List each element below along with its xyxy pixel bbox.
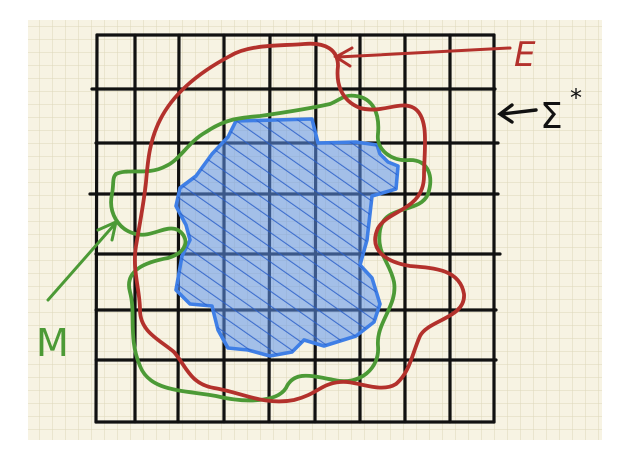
label-e: E xyxy=(514,35,536,75)
label-sigma: Σ xyxy=(540,96,563,137)
m-pointer-arrow xyxy=(46,219,119,302)
label-sigma-star: * xyxy=(570,84,582,112)
sigma-pointer-arrow xyxy=(497,103,538,124)
e-pointer-arrow xyxy=(333,46,512,68)
red-curve-e xyxy=(132,41,466,404)
blue-hatched-region xyxy=(174,117,400,358)
label-m: M xyxy=(36,321,69,365)
green-curve-m xyxy=(109,93,433,403)
